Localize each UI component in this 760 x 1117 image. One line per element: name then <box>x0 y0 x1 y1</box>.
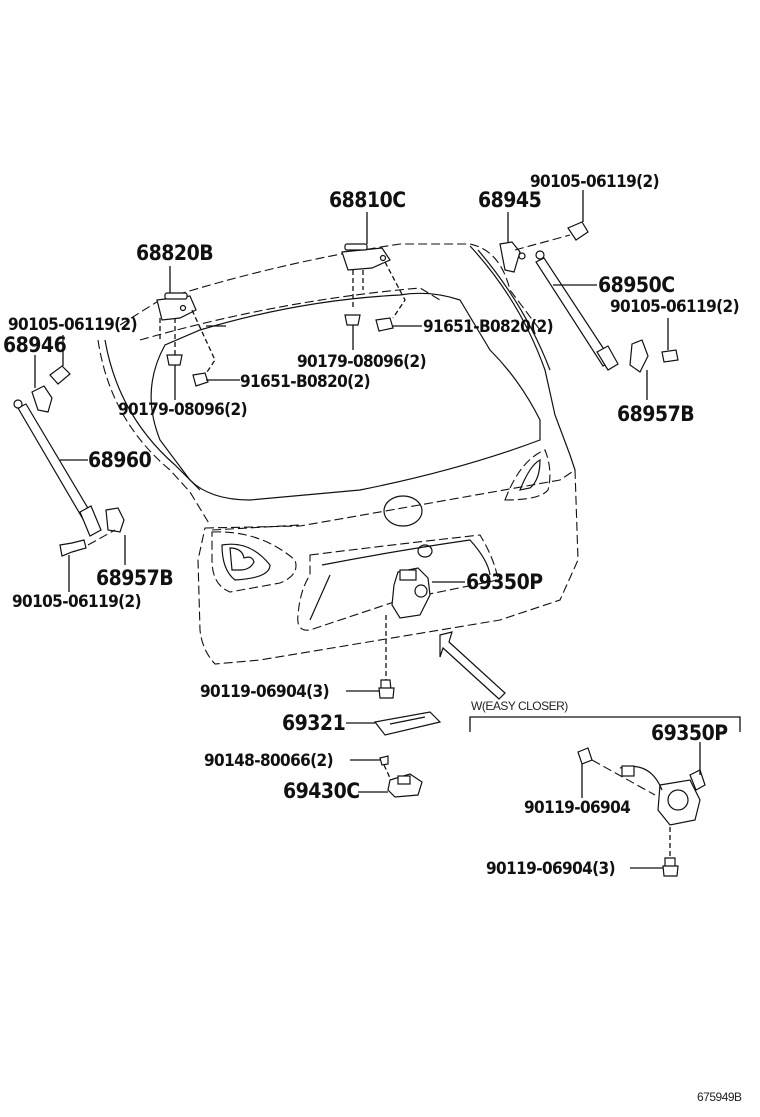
screw-shape <box>379 755 389 766</box>
part-label-90105-06119-lower-left: 90105-06119(2) <box>12 592 142 612</box>
door-lower-body <box>197 468 579 665</box>
part-label-68945: 68945 <box>478 188 542 212</box>
nut-left-shape <box>166 354 183 366</box>
bolt-lower-left-shape <box>59 539 87 557</box>
part-label-90105-06119-lower-right: 90105-06119(2) <box>610 297 740 317</box>
part-label-90179-08096-right: 90179-08096(2) <box>297 352 427 372</box>
part-label-90148-80066: 90148-80066(2) <box>204 751 334 771</box>
bolt-left-shape <box>192 372 209 387</box>
stay-left-shape <box>13 399 102 537</box>
stay-bracket-lower-left-shape <box>105 507 125 533</box>
hinge-right-shape <box>341 243 391 271</box>
bolt-lower-right-shape <box>661 349 679 363</box>
part-label-68957B-right: 68957B <box>617 402 695 426</box>
part-label-90119-06904-3-easy-closer: 90119-06904(3) <box>486 859 616 879</box>
bolt-upper-right-shape <box>567 221 589 241</box>
stay-right-shape <box>535 250 619 371</box>
easy-closer-bracket <box>469 716 741 732</box>
part-label-69350P-easy-closer: 69350P <box>651 721 728 745</box>
part-label-68950C: 68950C <box>598 273 675 297</box>
part-label-91651-B0820-left: 91651-B0820(2) <box>240 372 371 392</box>
tail-light-left <box>211 531 297 593</box>
part-label-69321: 69321 <box>282 711 346 735</box>
part-label-90179-08096-left: 90179-08096(2) <box>118 400 248 420</box>
bolt-right-shape <box>375 317 394 332</box>
cover-shape <box>373 711 442 736</box>
leader-lines <box>34 190 701 869</box>
part-label-91651-B0820-right: 91651-B0820(2) <box>423 317 554 337</box>
handle-shape <box>387 773 423 798</box>
license-plate-recess <box>297 534 499 631</box>
variant-note: W(EASY CLOSER) <box>471 699 568 713</box>
part-label-68960: 68960 <box>88 448 152 472</box>
easy-closer-bolt-shape <box>577 747 593 765</box>
part-label-90105-06119-hinge: 90105-06119(2) <box>8 315 138 335</box>
nut-right-shape <box>344 314 361 326</box>
stay-bracket-upper-left-shape <box>31 385 53 413</box>
stay-bracket-upper-right-shape <box>499 241 521 273</box>
part-label-69350P: 69350P <box>466 570 543 594</box>
figure-code: 675949B <box>697 1090 742 1104</box>
part-label-69430C: 69430C <box>283 779 360 803</box>
emblem <box>383 495 423 527</box>
bolt-hinge-left-shape <box>49 365 71 385</box>
part-label-68820B: 68820B <box>136 241 214 265</box>
tail-light-right <box>504 449 551 501</box>
stay-bracket-lower-right-shape <box>629 339 649 373</box>
part-label-68810C: 68810C <box>329 188 406 212</box>
door-outer-frame <box>97 339 211 526</box>
easy-closer-lock-shape <box>619 765 706 826</box>
view-arrow <box>439 631 506 700</box>
lock-assembly-shape <box>391 567 431 619</box>
part-label-90119-06904-easy-closer: 90119-06904 <box>524 798 631 818</box>
part-label-68957B-left: 68957B <box>96 566 174 590</box>
part-label-90105-06119-upper-right: 90105-06119(2) <box>530 172 660 192</box>
part-label-68946: 68946 <box>3 333 67 357</box>
hinge-left-shape <box>156 292 197 321</box>
part-label-90119-06904-3: 90119-06904(3) <box>200 682 330 702</box>
